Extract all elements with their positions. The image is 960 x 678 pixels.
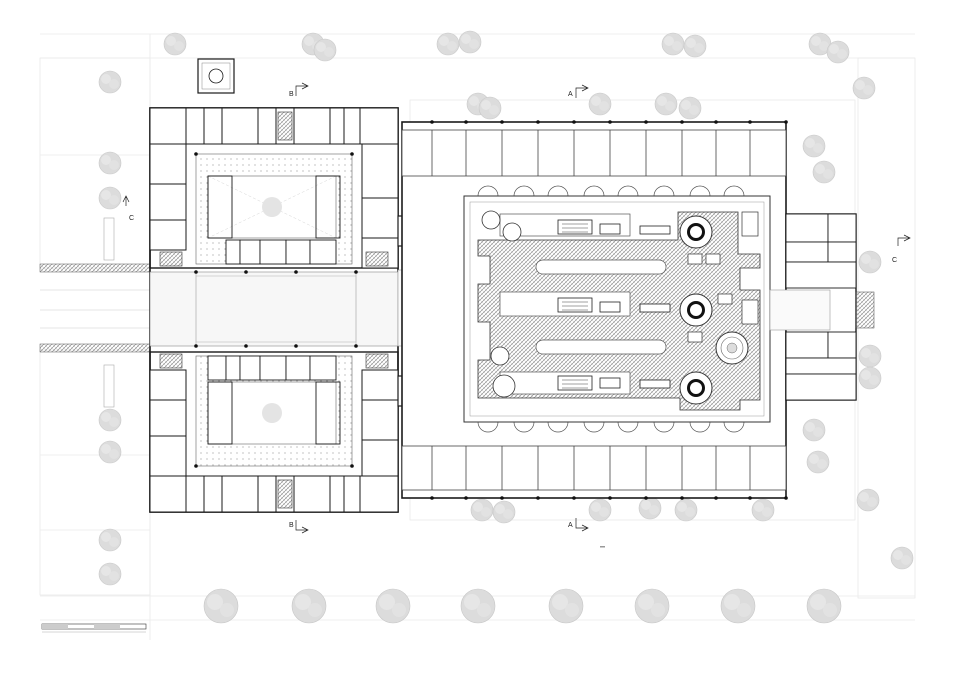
access-road xyxy=(39,217,151,408)
main-hall xyxy=(401,120,788,500)
north-courtyard-wing xyxy=(149,107,399,269)
section-mark-c-right: C xyxy=(892,257,897,264)
section-mark-b-top: B xyxy=(289,91,294,98)
section-mark-a-top: A xyxy=(568,91,573,98)
section-marks xyxy=(122,82,911,534)
east-annex xyxy=(769,213,875,401)
left-building-block xyxy=(149,107,441,513)
process-platform xyxy=(477,210,761,411)
section-mark-b-bottom: B xyxy=(289,522,294,529)
south-courtyard-wing xyxy=(149,351,399,513)
section-mark-a-bottom: A xyxy=(568,522,573,529)
digester-tanks xyxy=(679,215,749,405)
scale-bar xyxy=(41,623,147,633)
pavilion xyxy=(197,58,235,94)
section-mark-c-left: C xyxy=(129,215,134,222)
